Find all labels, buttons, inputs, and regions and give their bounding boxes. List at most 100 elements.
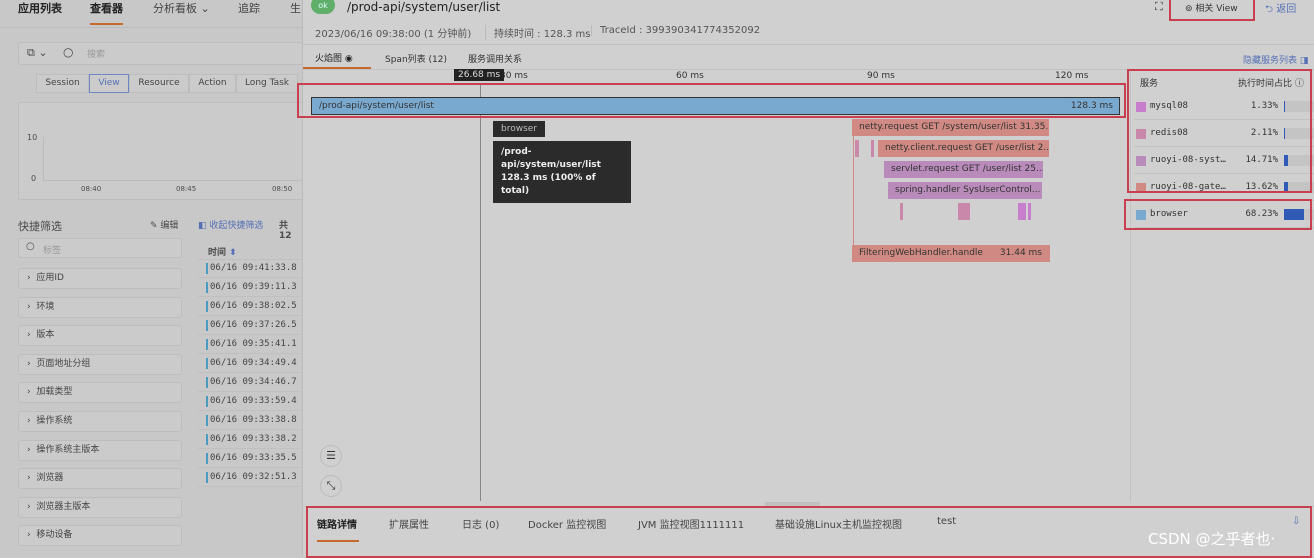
- filter-item[interactable]: › 操作系统主版本: [18, 439, 182, 461]
- chevron-right-icon: ›: [27, 301, 31, 312]
- filter-item[interactable]: › 加载类型: [18, 382, 182, 404]
- bottom-tab[interactable]: 基础设施Linux主机监控视图: [775, 520, 902, 531]
- axis-tick: 60 ms: [676, 71, 704, 81]
- tag-placeholder: 标签: [43, 246, 62, 256]
- table-row[interactable]: 06/16 09:34:49.4: [198, 354, 302, 373]
- table-row[interactable]: 06/16 09:41:33.8: [198, 259, 302, 278]
- related-view-button[interactable]: ⊚ 相关 View: [1171, 0, 1255, 20]
- help-icon: ◉: [344, 54, 353, 64]
- filter-item[interactable]: › 应用ID: [18, 268, 182, 289]
- nav-more[interactable]: 生: [290, 2, 301, 15]
- search-icon: ○: [26, 241, 35, 252]
- service-name: ruoyi-08-syst…: [1150, 155, 1226, 165]
- span-bar[interactable]: [871, 140, 874, 157]
- bottom-tab[interactable]: 扩展属性: [389, 520, 429, 531]
- filter-label: 环境: [36, 301, 55, 312]
- table-row[interactable]: 06/16 09:34:46.7: [198, 373, 302, 392]
- span-bar[interactable]: [900, 203, 903, 220]
- span-bar[interactable]: [1018, 203, 1026, 220]
- table-row[interactable]: 06/16 09:38:02.5: [198, 297, 302, 316]
- chevron-right-icon: ›: [27, 501, 31, 512]
- bottom-tab[interactable]: JVM 监控视图1111111: [638, 520, 745, 531]
- axis-tick: 30 ms: [500, 71, 528, 81]
- collapse-arrows-icon[interactable]: ⤡: [320, 475, 342, 497]
- tab-resource[interactable]: Resource: [129, 74, 189, 93]
- span-bar[interactable]: netty.request GET /system/user/list 31.3…: [852, 119, 1049, 136]
- table-row[interactable]: 06/16 09:33:59.4: [198, 392, 302, 411]
- undo-icon: ⮌: [1265, 4, 1274, 15]
- tab-span-list[interactable]: Span列表 (12): [385, 55, 447, 65]
- collapse-icon[interactable]: ⇩: [1292, 516, 1301, 527]
- nav-trace[interactable]: 追踪: [238, 2, 260, 15]
- filter-label: 浏览器主版本: [36, 501, 91, 512]
- span-bar[interactable]: netty.client.request GET /user/list 2...: [878, 140, 1049, 157]
- service-header: 服务: [1140, 79, 1159, 89]
- nav-dashboard[interactable]: 分析看板 ⌄: [153, 0, 210, 18]
- y-axis: [43, 137, 44, 181]
- filter-item[interactable]: › 页面地址分组: [18, 353, 182, 375]
- list-icon[interactable]: ☰: [320, 445, 342, 467]
- edit-button[interactable]: ✎ 编辑: [150, 218, 178, 231]
- tab-action[interactable]: Action: [189, 74, 236, 93]
- span-bar[interactable]: servlet.request GET /user/list 25...: [884, 161, 1043, 178]
- hide-services-button[interactable]: 隐藏服务列表 ◨: [1243, 53, 1308, 66]
- filter-item[interactable]: › 操作系统: [18, 411, 182, 432]
- filter-item[interactable]: › 浏览器: [18, 468, 182, 490]
- search-bar[interactable]: ⧉ ⌄ ○ 搜索: [18, 42, 308, 65]
- resize-handle[interactable]: [765, 502, 820, 507]
- service-row[interactable]: ruoyi-08-syst…14.71%: [1134, 147, 1314, 174]
- source-select-icon[interactable]: ⧉ ⌄: [27, 46, 48, 59]
- nav-app-list[interactable]: 应用列表: [18, 2, 62, 15]
- bottom-tab[interactable]: 链路详情: [317, 520, 357, 531]
- filter-item[interactable]: › 版本: [18, 325, 182, 347]
- nav-explorer[interactable]: 查看器: [90, 2, 123, 15]
- filter-item[interactable]: › 浏览器主版本: [18, 496, 182, 518]
- search-input[interactable]: 搜索: [87, 50, 106, 60]
- bottom-tab[interactable]: test: [937, 516, 957, 527]
- table-row[interactable]: 06/16 09:39:11.3: [198, 278, 302, 297]
- x-tick: 08:40: [81, 185, 102, 193]
- table-row[interactable]: 06/16 09:33:35.5: [198, 449, 302, 468]
- bottom-tab[interactable]: 日志 (0): [462, 520, 500, 531]
- tab-flamegraph[interactable]: 火焰图 ◉: [315, 51, 353, 64]
- status-badge: ok: [311, 0, 335, 14]
- filter-item[interactable]: › 移动设备: [18, 525, 182, 547]
- fullscreen-icon[interactable]: ⛶: [1155, 0, 1163, 13]
- total-count: 共 12: [279, 221, 292, 241]
- collapse-filter-button[interactable]: ◧ 收起快捷筛选: [198, 218, 263, 231]
- y-tick: 10: [27, 133, 38, 142]
- hide-services-label: 隐藏服务列表: [1243, 56, 1298, 66]
- table-row[interactable]: 06/16 09:37:26.5: [198, 316, 302, 335]
- table-row[interactable]: 06/16 09:35:41.1: [198, 335, 302, 354]
- span-bar[interactable]: spring.handler SysUserControl...: [888, 182, 1042, 199]
- span-bar[interactable]: [958, 203, 970, 220]
- filter-item[interactable]: › 环境: [18, 296, 182, 318]
- table-row[interactable]: 06/16 09:33:38.8: [198, 411, 302, 430]
- tab-view[interactable]: View: [89, 74, 129, 93]
- related-view-label: 相关 View: [1195, 4, 1238, 14]
- pencil-icon: ✎: [150, 221, 158, 231]
- tab-long-task[interactable]: Long Task: [236, 74, 298, 93]
- service-pct: 2.11%: [1250, 128, 1278, 138]
- tag-search-input[interactable]: ○ 标签: [18, 238, 182, 258]
- service-color-swatch: [1136, 129, 1146, 139]
- time-column-header[interactable]: 时间 ⬍: [198, 240, 302, 260]
- bottom-tab[interactable]: Docker 监控视图: [528, 520, 607, 531]
- table-row[interactable]: 06/16 09:32:51.3: [198, 468, 302, 487]
- back-button[interactable]: ⮌ 返回: [1265, 0, 1296, 19]
- service-pct: 1.33%: [1250, 101, 1278, 111]
- chevron-right-icon: ›: [27, 330, 31, 341]
- span-bar[interactable]: [855, 140, 859, 157]
- chevron-right-icon: ›: [27, 387, 31, 398]
- tab-service-map[interactable]: 服务调用关系: [468, 55, 523, 65]
- span-bar[interactable]: [1028, 203, 1031, 220]
- quick-filter-title: 快捷筛选: [18, 220, 62, 233]
- table-row[interactable]: 06/16 09:33:38.2: [198, 430, 302, 449]
- tab-session[interactable]: Session: [36, 74, 89, 93]
- divider: [0, 27, 302, 28]
